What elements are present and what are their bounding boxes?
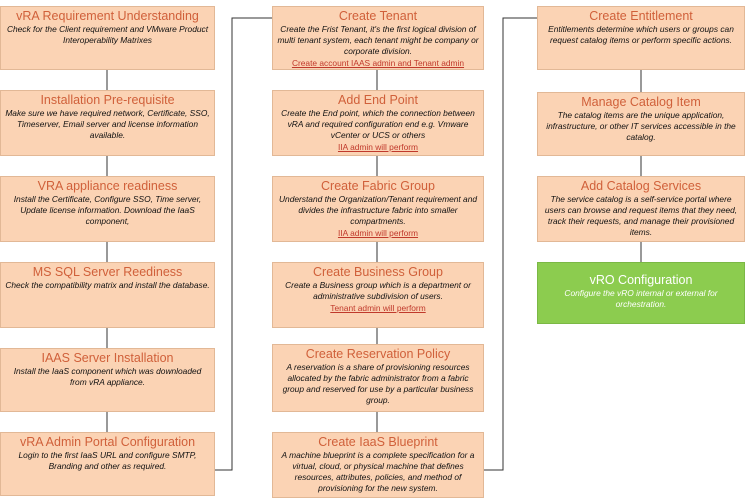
step-vra-appliance-readiness: VRA appliance readiness Install the Cert… — [0, 176, 215, 242]
step-title: IAAS Server Installation — [41, 351, 174, 365]
step-role-note[interactable]: Create account IAAS admin and Tenant adm… — [291, 58, 465, 68]
step-title: vRA Requirement Understanding — [16, 9, 199, 23]
step-title: Add End Point — [338, 93, 418, 107]
step-title: Create IaaS Blueprint — [318, 435, 438, 449]
step-create-business-group: Create Business Group Create a Business … — [272, 262, 484, 328]
step-installation-pre-requisite: Installation Pre-requisite Make sure we … — [0, 90, 215, 156]
step-title: MS SQL Server Reediness — [32, 265, 183, 279]
step-description: The service catalog is a self-service po… — [544, 194, 738, 237]
step-vro-configuration: vRO Configuration Configure the vRO inte… — [537, 262, 745, 324]
step-title: Create Tenant — [338, 9, 418, 23]
step-iaas-server-installation: IAAS Server Installation Install the Iaa… — [0, 348, 215, 412]
step-description: Create the Frist Tenant, it's the first … — [277, 24, 479, 56]
step-description: Check the compatibility matrix and insta… — [5, 280, 210, 290]
step-create-tenant: Create Tenant Create the Frist Tenant, i… — [272, 6, 484, 70]
step-role-note[interactable]: IIA admin will perform — [337, 142, 419, 152]
step-vra-requirement-understanding: vRA Requirement Understanding Check for … — [0, 6, 215, 70]
step-create-fabric-group: Create Fabric Group Understand the Organ… — [272, 176, 484, 242]
step-description: The catalog items are the unique applica… — [546, 110, 736, 142]
step-description: A machine blueprint is a complete specif… — [281, 450, 475, 493]
step-title: Create Reservation Policy — [305, 347, 451, 361]
step-description: Install the Certificate, Configure SSO, … — [13, 194, 202, 226]
step-ms-sql-server-readiness: MS SQL Server Reediness Check the compat… — [0, 262, 215, 328]
step-title: Manage Catalog Item — [581, 95, 701, 109]
step-description: Entitlements determine which users or gr… — [548, 24, 734, 45]
step-title: Create Entitlement — [589, 9, 693, 23]
step-title: Add Catalog Services — [580, 179, 702, 193]
step-description: Create a Business group which is a depar… — [285, 280, 471, 301]
step-manage-catalog-item: Manage Catalog Item The catalog items ar… — [537, 92, 745, 156]
step-vra-admin-portal-configuration: vRA Admin Portal Configuration Login to … — [0, 432, 215, 496]
step-role-note[interactable]: Tenant admin will perform — [330, 303, 426, 313]
step-description: Login to the first IaaS URL and configur… — [18, 450, 197, 471]
step-create-entitlement: Create Entitlement Entitlements determin… — [537, 6, 745, 70]
step-add-catalog-services: Add Catalog Services The service catalog… — [537, 176, 745, 242]
step-description: A reservation is a share of provisioning… — [282, 362, 474, 405]
step-description: Install the IaaS component which was dow… — [13, 366, 202, 387]
step-description: Create the End point, which the connecti… — [281, 108, 475, 140]
step-description: Understand the Organization/Tenant requi… — [278, 194, 478, 226]
step-create-reservation-policy: Create Reservation Policy A reservation … — [272, 344, 484, 412]
step-role-note[interactable]: IIA admin will perform — [337, 228, 419, 238]
step-description: Check for the Client requirement and VMw… — [6, 24, 209, 45]
step-title: VRA appliance readiness — [37, 179, 178, 193]
step-title: Create Fabric Group — [321, 179, 435, 193]
step-title: vRO Configuration — [589, 273, 693, 287]
step-title: Installation Pre-requisite — [40, 93, 175, 107]
step-title: Create Business Group — [313, 265, 443, 279]
step-description: Make sure we have required network, Cert… — [5, 108, 210, 140]
step-add-end-point: Add End Point Create the End point, whic… — [272, 90, 484, 156]
step-description: Configure the vRO internal or external f… — [564, 288, 718, 309]
step-title: vRA Admin Portal Configuration — [19, 435, 196, 449]
step-create-iaas-blueprint: Create IaaS Blueprint A machine blueprin… — [272, 432, 484, 498]
